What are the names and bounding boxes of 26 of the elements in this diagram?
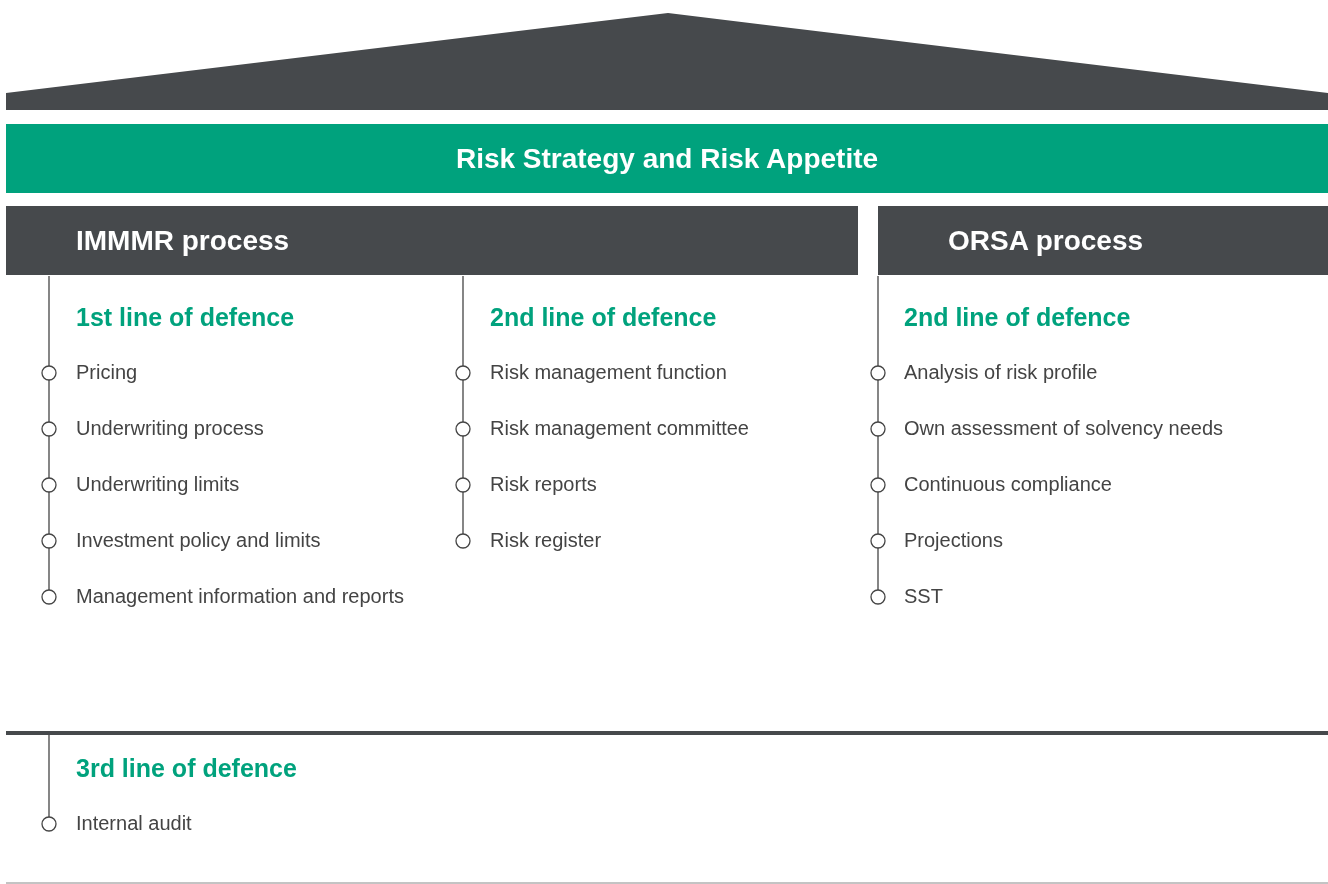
list-item: Analysis of risk profile [904, 362, 1098, 382]
section-heading: 1st line of defence [76, 305, 295, 330]
list-item: Investment policy and limits [76, 530, 321, 550]
section-heading: 2nd line of defence [904, 305, 1131, 330]
list-item: Underwriting process [76, 418, 264, 438]
banner-title: Risk Strategy and Risk Appetite [455, 142, 879, 175]
roof-shape [6, 13, 1328, 110]
header-bar [878, 206, 1328, 275]
list-item: Risk management function [490, 362, 727, 382]
list-item: Own assessment of solvency needs [904, 418, 1224, 438]
list-item: Risk management committee [490, 418, 749, 438]
list-item: Internal audit [76, 813, 192, 833]
list-item: Underwriting limits [76, 474, 240, 494]
header-title: ORSA process [948, 224, 1144, 257]
section-heading: 2nd line of defence [490, 305, 717, 330]
list-item: Pricing [76, 362, 138, 382]
section-heading: 3rd line of defence [76, 756, 297, 781]
title-banner [6, 124, 1328, 193]
header-title: IMMMR process [76, 224, 290, 257]
header-bar [6, 206, 858, 275]
list-item: Projections [904, 530, 1003, 550]
list-item: Continuous compliance [904, 474, 1112, 494]
list-item: Management information and reports [76, 586, 404, 606]
list-item: Risk register [490, 530, 602, 550]
list-item: Risk reports [490, 474, 597, 494]
list-item: SST [904, 586, 943, 606]
